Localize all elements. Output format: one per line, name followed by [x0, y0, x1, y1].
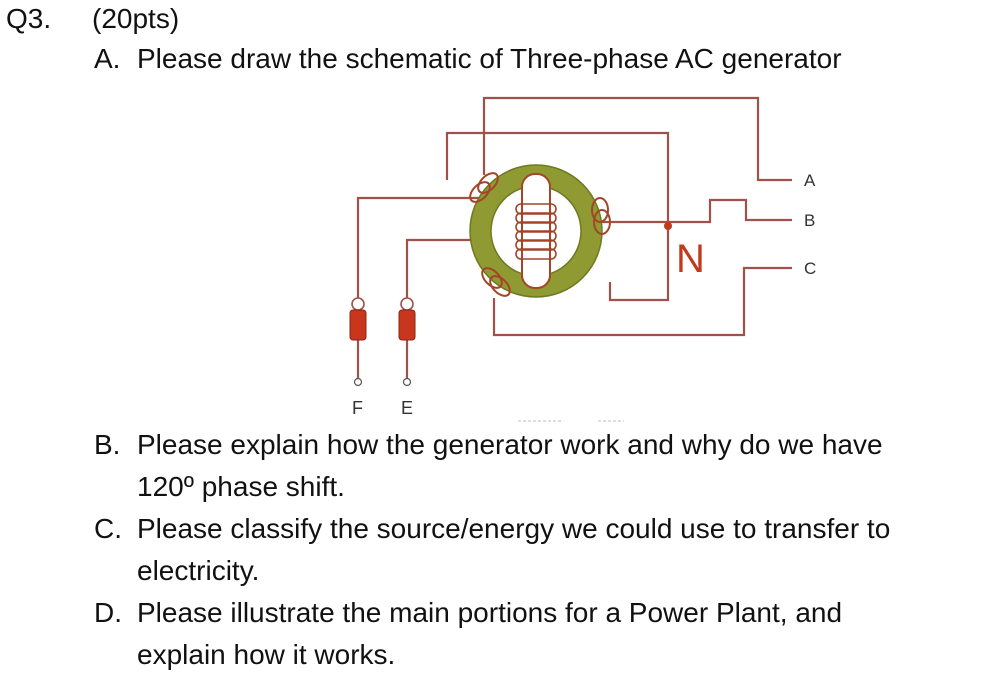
wire-inner-loop — [445, 131, 670, 302]
terminal-label-a: A — [804, 171, 816, 190]
wire-field-f — [356, 196, 520, 300]
fuse-f — [349, 297, 367, 341]
wire-phase-c — [492, 266, 792, 337]
item-c-line-2: electricity. — [137, 555, 260, 586]
item-d-line-2: explain how it works. — [137, 639, 396, 670]
wire-phase-a — [482, 96, 792, 182]
coil-top-left — [477, 172, 499, 194]
coil-top-left-2 — [469, 181, 491, 203]
fuse-e — [398, 297, 416, 341]
stator-coils — [469, 172, 611, 297]
question-number: Q3. — [6, 3, 52, 34]
rotor-windings — [515, 203, 557, 260]
terminal-f — [353, 377, 363, 387]
item-b-letter: B. — [94, 429, 121, 460]
item-b-line-1: Please explain how the generator work an… — [137, 429, 883, 460]
neutral-junction-dot — [664, 222, 672, 230]
item-b-line-2: 120º phase shift. — [137, 471, 345, 502]
coil-bottom-left — [481, 267, 503, 289]
coil-bottom-left-2 — [489, 275, 511, 297]
coil-right — [591, 197, 609, 223]
item-c-letter: C. — [94, 513, 122, 544]
item-a-letter: A. — [94, 43, 121, 74]
item-c-line-1: Please classify the source/energy we cou… — [137, 513, 891, 544]
item-d-line-1: Please illustrate the main portions for … — [137, 597, 843, 628]
terminal-label-c: C — [804, 259, 816, 278]
terminal-label-e: E — [401, 398, 413, 418]
neutral-label: N — [676, 237, 705, 281]
wiring — [356, 96, 792, 378]
terminal-e — [402, 377, 412, 387]
item-a-text: Please draw the schematic of Three-phase… — [137, 43, 842, 74]
wire-phase-b — [596, 198, 792, 224]
question-points: (20pts) — [92, 3, 180, 34]
terminal-label-f: F — [352, 398, 363, 418]
coil-right-2 — [593, 209, 611, 235]
rotor — [515, 173, 557, 289]
item-d-letter: D. — [94, 597, 122, 628]
terminal-label-b: B — [804, 211, 815, 230]
